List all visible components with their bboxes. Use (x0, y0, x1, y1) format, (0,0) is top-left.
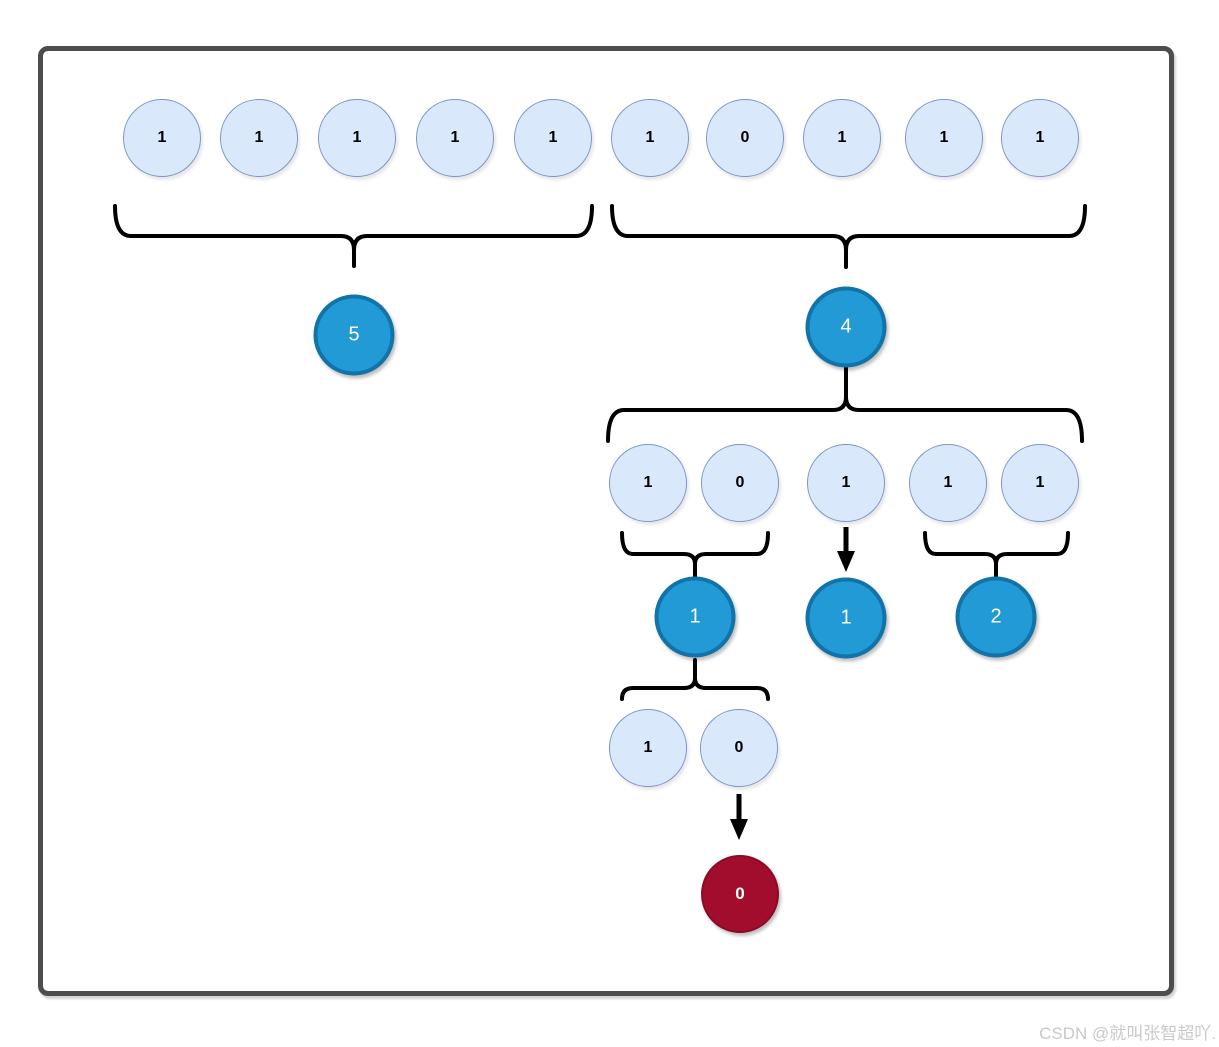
row1-bit-3: 1 (416, 99, 494, 177)
count-row2-left: 1 (654, 576, 736, 658)
row1-bit-7: 1 (803, 99, 881, 177)
csdn-watermark: CSDN @就叫张智超吖. (1039, 1024, 1216, 1043)
row2-bit-2: 1 (807, 444, 885, 522)
row3-bit-0: 1 (609, 709, 687, 787)
row3-bit-1: 0 (700, 709, 778, 787)
row2-bit-0: 1 (609, 444, 687, 522)
row1-bit-9: 1 (1001, 99, 1079, 177)
row2-bit-4: 1 (1001, 444, 1079, 522)
count-right-group: 4 (805, 286, 887, 368)
result-node: 0 (701, 855, 779, 933)
row1-bit-1: 1 (220, 99, 298, 177)
row1-bit-6: 0 (706, 99, 784, 177)
count-row2-middle: 1 (805, 577, 887, 659)
row1-bit-2: 1 (318, 99, 396, 177)
diagram-frame (38, 46, 1174, 996)
row1-bit-4: 1 (514, 99, 592, 177)
count-row2-right: 2 (955, 576, 1037, 658)
count-left-group: 5 (313, 294, 395, 376)
row2-bit-3: 1 (909, 444, 987, 522)
row2-bit-1: 0 (701, 444, 779, 522)
row1-bit-8: 1 (905, 99, 983, 177)
row1-bit-0: 1 (123, 99, 201, 177)
row1-bit-5: 1 (611, 99, 689, 177)
